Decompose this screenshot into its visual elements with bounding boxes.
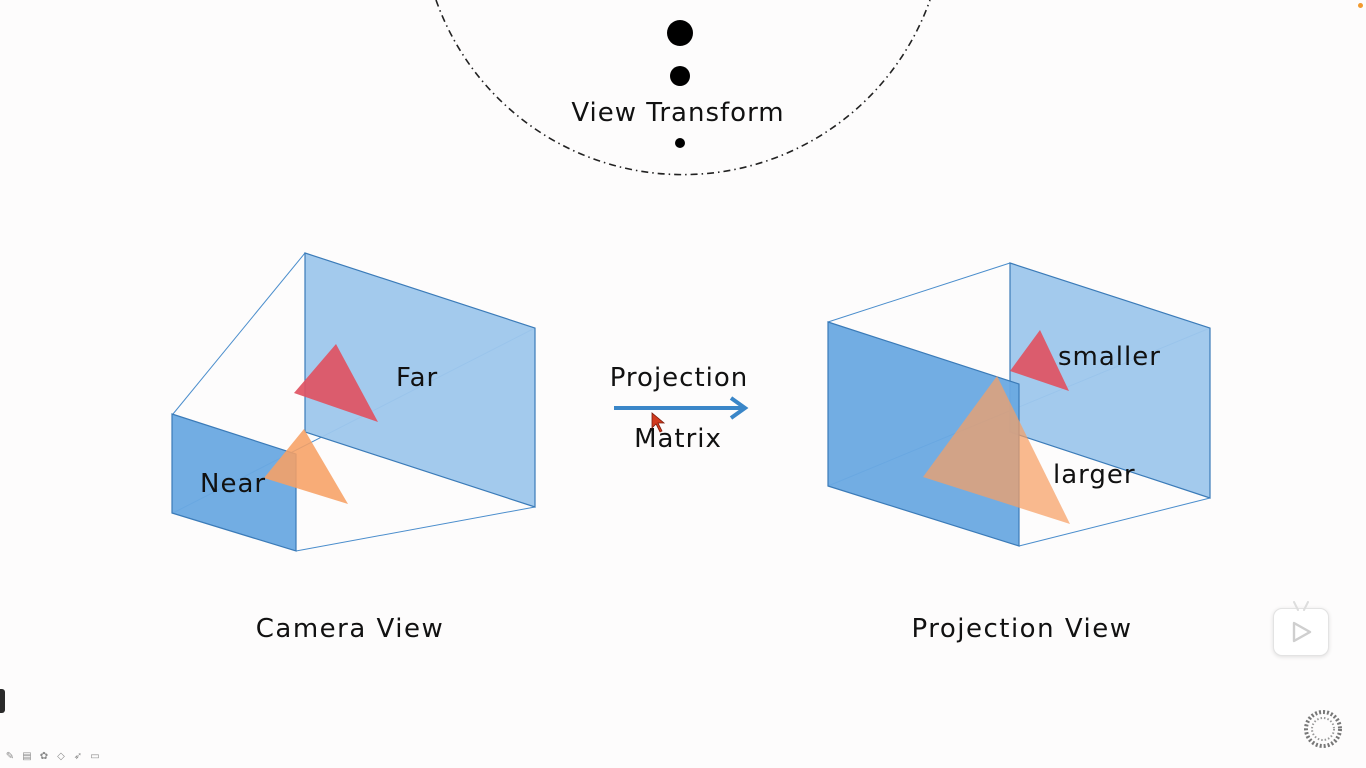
near-label: Near <box>200 469 266 499</box>
camera-view-caption: Camera View <box>256 614 445 644</box>
play-button[interactable] <box>1273 601 1329 656</box>
transform-arc <box>435 0 931 176</box>
far-plane <box>304 252 536 508</box>
view-transform-title: View Transform <box>571 98 784 128</box>
pointer-icon[interactable]: ➶ <box>73 751 83 762</box>
smaller-label: smaller <box>1058 342 1161 372</box>
dot-small <box>675 138 685 148</box>
annotation-toolbar: ✎ ▤ ✿ ◇ ➶ ▭ <box>4 750 101 764</box>
camera-view-diagram: Far Near Camera View <box>171 252 536 644</box>
larger-label: larger <box>1053 460 1136 490</box>
dot-medium <box>670 66 690 86</box>
box-edge <box>1018 497 1211 547</box>
dot-large <box>667 20 693 46</box>
arrow-head <box>729 396 749 420</box>
status-dot <box>1358 3 1363 8</box>
box-far-plane <box>1009 262 1211 499</box>
projection-view-caption: Projection View <box>911 614 1132 644</box>
red-triangle-smaller <box>1010 330 1069 391</box>
orange-triangle-larger <box>923 376 1070 524</box>
far-label: Far <box>396 363 438 393</box>
orange-triangle-near <box>264 429 348 504</box>
box-edge <box>827 262 1011 323</box>
projection-arrow-group: Projection Matrix <box>610 363 749 454</box>
red-triangle-far <box>294 344 378 422</box>
whiteboard-icon[interactable]: ▤ <box>22 751 32 762</box>
frustum-edge <box>295 506 536 552</box>
frustum-edge <box>172 252 306 415</box>
projection-arrow-label: Projection <box>610 363 749 393</box>
side-handle[interactable] <box>0 689 5 713</box>
tv-ears-icon <box>1293 601 1309 611</box>
eraser-icon[interactable]: ◇ <box>57 751 65 762</box>
palette-icon[interactable]: ✿ <box>39 751 49 762</box>
matrix-label: Matrix <box>634 424 722 454</box>
near-plane <box>171 413 297 552</box>
comment-icon[interactable]: ▭ <box>90 751 100 762</box>
logo-icon <box>1304 710 1342 748</box>
projection-view-diagram: smaller larger Projection View <box>827 262 1211 644</box>
pen-icon[interactable]: ✎ <box>5 751 15 762</box>
play-icon <box>1292 621 1312 643</box>
cursor-icon <box>651 412 666 433</box>
